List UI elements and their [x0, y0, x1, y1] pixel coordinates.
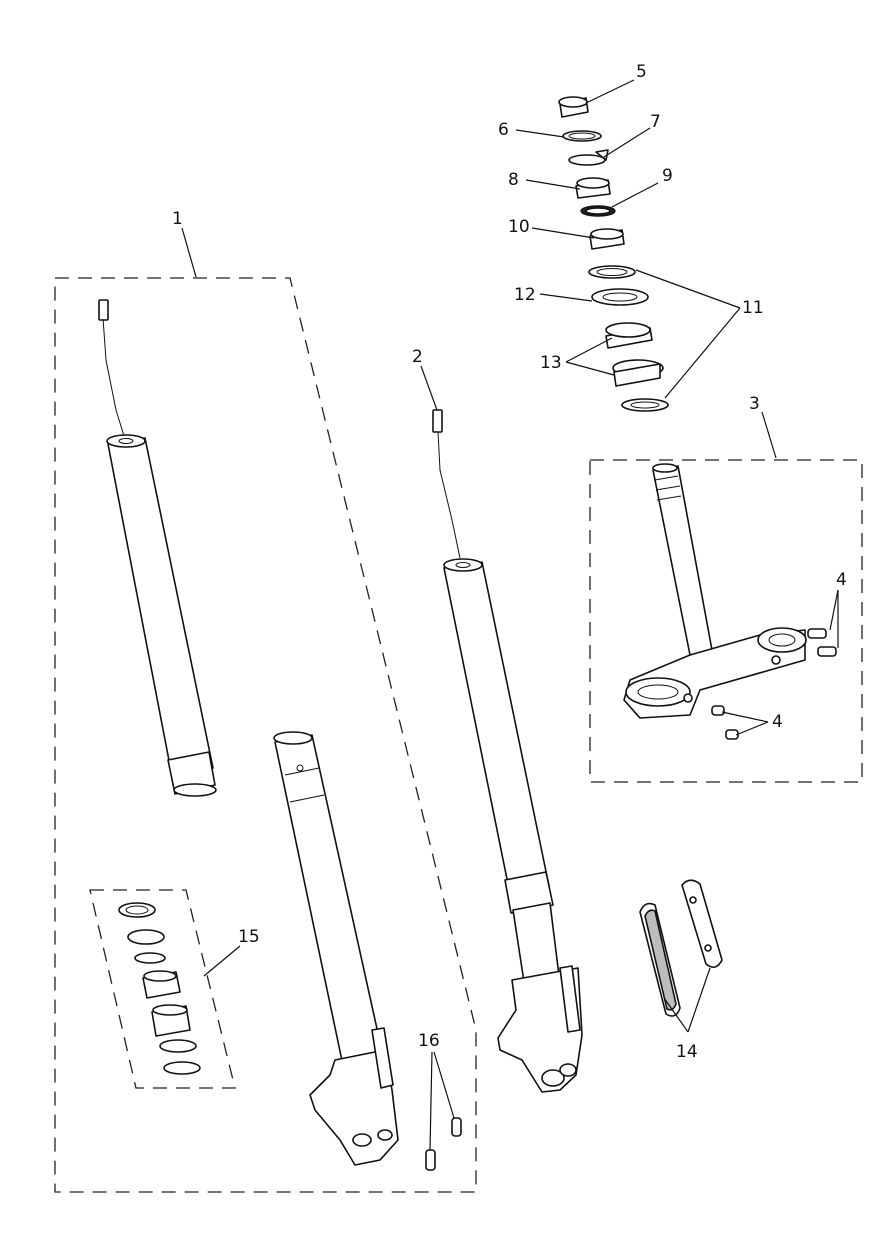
callout-7: 7 [650, 112, 661, 132]
leader-lines [181, 79, 839, 1151]
callout-1: 1 [172, 209, 183, 229]
left-fork-leg [273, 731, 399, 1166]
callout-11: 11 [742, 298, 764, 318]
group-box-1 [54, 277, 477, 1193]
callout-13: 13 [540, 353, 562, 373]
pinch-bolts [425, 1117, 462, 1171]
left-damper-cartridge [98, 299, 217, 797]
callout-8: 8 [508, 170, 519, 190]
steering-head-stack [558, 96, 669, 412]
callout-15: 15 [238, 927, 260, 947]
callout-4-top: 4 [836, 570, 847, 590]
callout-4-bottom: 4 [772, 712, 783, 732]
callout-16: 16 [418, 1031, 440, 1051]
callout-6: 6 [498, 120, 509, 140]
right-fork-assembly [432, 409, 583, 1093]
callout-5: 5 [636, 62, 647, 82]
group-box-15 [89, 889, 236, 1089]
callout-9: 9 [662, 166, 673, 186]
seal-kit [118, 902, 201, 1075]
callout-12: 12 [514, 285, 536, 305]
clamp-bolts [711, 628, 837, 740]
callout-3: 3 [749, 394, 760, 414]
callout-2: 2 [412, 347, 423, 367]
fork-reflectors [639, 879, 723, 1017]
callout-14: 14 [676, 1042, 698, 1062]
callout-10: 10 [508, 217, 530, 237]
callout-labels: 1 2 3 4 4 5 6 7 8 9 10 11 12 13 14 15 16 [172, 62, 847, 1062]
lower-yoke-and-stem [623, 463, 807, 719]
